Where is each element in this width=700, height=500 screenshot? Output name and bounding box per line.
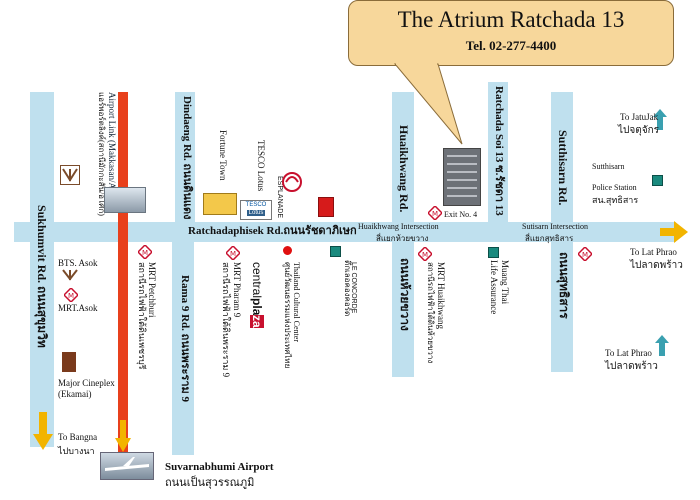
hotel-phone: Tel. 02-277-4400 <box>465 38 557 53</box>
label-to-jatujak: To JatuJak <box>620 112 659 122</box>
lotus-logo-text: Lotus <box>246 210 266 216</box>
label-central-plaza: centralplaza <box>250 262 264 329</box>
fortune-town-logo <box>203 193 237 215</box>
label-to-lat-phrao-2: To Lat Phrao <box>605 348 652 358</box>
svg-text:M: M <box>582 251 588 259</box>
label-sukhumvit: Sukhumvit Rd. ถนนสุขุมวิท <box>35 205 49 348</box>
label-to-lat-phrao-1: To Lat Phrao <box>630 247 677 257</box>
tesco-logo-text: TESCO <box>245 202 267 208</box>
label-suvarnabhumi-th: ถนนเป็นสุวรรณภูมิ <box>165 477 255 489</box>
police-station-marker <box>652 175 663 186</box>
label-mrt-rama9: MRT Pharam 9 <box>232 262 242 318</box>
road-rama9 <box>172 240 194 455</box>
label-esplanade: ESPLANADE <box>276 176 283 219</box>
arrow-up-jatujak <box>653 109 667 130</box>
label-huaikhwang: Huaikhwang Rd. <box>397 125 411 213</box>
muang-thai-marker <box>488 247 499 258</box>
le-concorde-marker <box>330 246 341 257</box>
road-sukhumvit <box>30 92 54 447</box>
arrow-down-airport <box>115 420 131 452</box>
label-muang-thai: Muang Thai <box>500 260 510 305</box>
hotel-callout: The Atrium Ratchada 13 Tel. 02-277-4400 <box>348 0 674 66</box>
road-ratchadaphisek <box>14 222 676 242</box>
label-sutisarn-intersection: Sutisarn Intersection <box>522 222 588 231</box>
label-ratchada-soi13: Ratchada Soi 13 ซ.รัชดา 13 <box>493 86 505 216</box>
svg-text:M: M <box>422 251 428 259</box>
atrium-building-icon <box>443 148 481 206</box>
label-rama9: Rama 9 Rd. ถนนพระราม 9 <box>179 275 191 403</box>
thailand-cultural-logo <box>318 197 334 217</box>
label-sutthisarn-police: Sutthisarn <box>592 162 625 171</box>
label-mrt-huaikhwang-th: สถานีรถไฟฟ้าใต้ดินห้วยขวาง <box>426 262 435 364</box>
label-huaikhwang-intersection-th: สี่แยกห้วยขวาง <box>376 234 429 243</box>
label-life-assurance: Life Assurance <box>489 260 499 315</box>
label-mrt-petchburi: MRT Petchburi <box>147 262 157 318</box>
label-sutisarn-intersection-th: สี่แยกสุทธิสาร <box>525 234 574 243</box>
label-bts-asok: BTS. Asok <box>58 258 98 268</box>
mrt-huaikhwang-icon: M <box>418 247 432 261</box>
arrow-right-ratchadaphisek <box>660 221 688 243</box>
road-ratchada-soi13 <box>488 82 508 232</box>
central-word: central <box>250 262 264 299</box>
bts-logo <box>60 165 80 185</box>
svg-text:M: M <box>432 210 438 218</box>
major-cineplex-logo <box>62 352 76 372</box>
label-to-lat-phrao-2-th: ไปลาดพร้าว <box>605 361 658 372</box>
airplane-image <box>100 452 154 480</box>
arrow-up-latphrao <box>655 335 669 356</box>
label-airport-link: Airport Link (Makkasan/Asoke) <box>107 92 117 209</box>
label-to-lat-phrao-1-th: ไปลาดพร้าว <box>630 260 683 271</box>
mrt-exit4-icon: M <box>428 206 442 220</box>
label-ratchadaphisek: Ratchadaphisek Rd.ถนนรัชดาภิเษก <box>188 225 357 237</box>
label-mrt-huaikhwang: MRT Huaikhwang <box>436 262 446 330</box>
plaza-word-a: pla <box>250 298 264 316</box>
plaza-word-b: za <box>250 315 264 329</box>
bts-asok-icon <box>62 269 78 281</box>
label-mrt-asok: MRT.Asok <box>58 303 98 313</box>
tesco-logo: TESCO Lotus <box>240 200 272 220</box>
mrt-sutthisarn-icon: M <box>578 247 592 261</box>
label-airport-link-th: แอร์พอร์ตลิงค์(สถานีมักกะสัน/อโศก) <box>97 92 106 216</box>
airport-rail-line <box>118 92 128 452</box>
road-dindaeng <box>175 92 195 222</box>
label-to-bangna: To Bangna <box>58 432 98 442</box>
label-thailand-cultural: Thailand Cultural Center <box>292 262 301 342</box>
label-sutthisarn: Sutthisarn Rd. <box>556 130 570 206</box>
svg-text:M: M <box>230 250 236 258</box>
label-mrt-rama9-th: สถานีรถไฟฟ้าใต้ดินพระราม 9 <box>221 262 231 378</box>
label-police-station: Police Station <box>592 183 637 192</box>
hotel-name: The Atrium Ratchada 13 <box>397 7 625 32</box>
label-thailand-cultural-th: ศูนย์วัฒนธรรมแห่งประเทศไทย <box>283 262 292 369</box>
mrt-rama9-icon: M <box>226 246 240 260</box>
label-police-th: สน.สุทธิสาร <box>592 195 639 205</box>
label-fortune-town: Fortune Town <box>218 130 228 181</box>
label-sutthisarn-th: ถนนสุทธิสาร <box>557 252 571 319</box>
label-huaikhwang-intersection: Huaikhwang Intersection <box>358 222 439 231</box>
airport-train-image <box>104 187 146 213</box>
label-tesco-lotus: TESCO Lotus <box>256 140 266 192</box>
thailand-cultural-dot <box>283 246 292 255</box>
esplanade-logo <box>282 172 302 192</box>
svg-text:M: M <box>142 249 148 257</box>
arrow-down-bangna <box>33 412 53 450</box>
label-mrt-petchburi-th: สถานีรถไฟฟ้าใต้ดินเพชรบุรี <box>137 262 147 370</box>
svg-text:M: M <box>68 292 74 300</box>
label-huaikhwang-th: ถนนห้วยขวาง <box>398 258 412 331</box>
label-le-concorde-th: ตึกเลอคองคอร์ด <box>343 260 352 317</box>
label-suvarnabhumi: Suvarnabhumi Airport <box>165 461 274 473</box>
label-major-ekamai: (Ekamai) <box>58 389 92 399</box>
mrt-asok-icon: M <box>64 288 78 302</box>
label-to-bangna-th: ไปบางนา <box>58 446 95 456</box>
label-exit4: Exit No. 4 <box>444 210 478 219</box>
mrt-petchburi-icon: M <box>138 245 152 259</box>
label-major-cineplex: Major Cineplex <box>58 378 115 388</box>
label-dindaeng: Dindaeng Rd. ถนนดินแดง <box>181 96 193 220</box>
label-le-concorde: LE CONCORDE <box>350 262 357 314</box>
label-to-jatujak-th: ไปจตุจักร <box>618 125 660 136</box>
